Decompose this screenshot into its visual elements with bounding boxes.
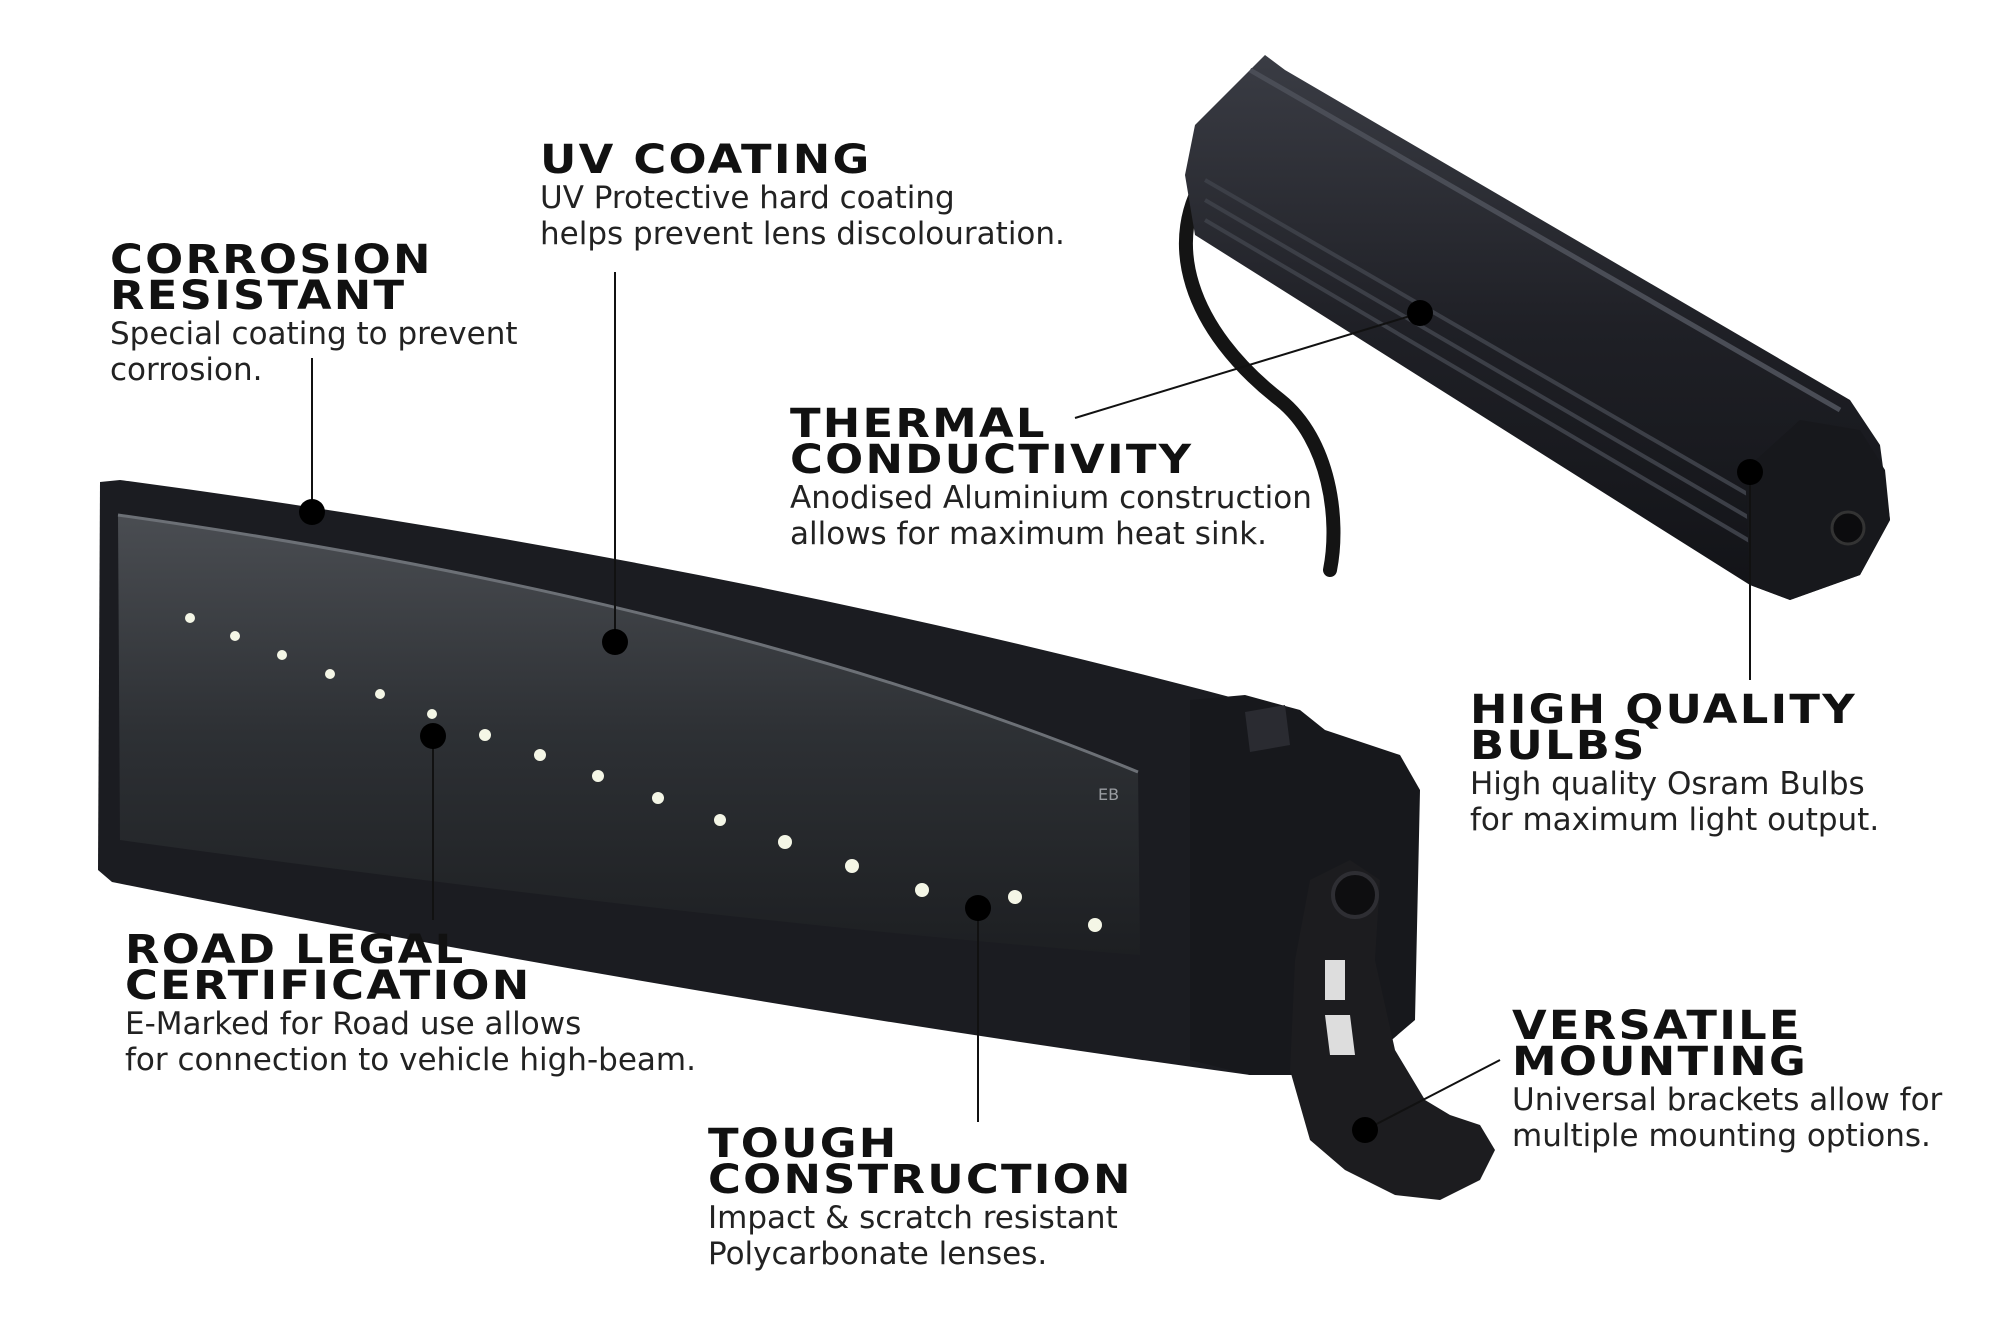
bracket-cutout (1325, 1015, 1355, 1055)
tough-leader-dot (965, 895, 991, 921)
led (652, 792, 664, 804)
lens-highlight (117, 513, 1139, 774)
end-cap-notch (1245, 705, 1290, 752)
rear-knob (1830, 510, 1866, 546)
thermal-leader-dot (1407, 300, 1433, 326)
rear-fin-3 (1203, 218, 1767, 552)
led (845, 859, 859, 873)
led (427, 709, 437, 719)
led (915, 883, 929, 897)
led (479, 729, 491, 741)
rear-fin-2 (1203, 198, 1772, 532)
led-row (185, 613, 1102, 932)
power-cable (1178, 163, 1341, 577)
led (1008, 890, 1022, 904)
led (375, 689, 385, 699)
led (230, 631, 240, 641)
mounting-leader-dot (1352, 1117, 1378, 1143)
rear-fin-1 (1203, 178, 1777, 512)
bracket-cutout (1325, 960, 1345, 1000)
bulbs-leader-dot (1737, 459, 1763, 485)
lens-marking: EB (1098, 785, 1119, 804)
mounting-bracket (1290, 860, 1495, 1200)
road-leader-dot (420, 723, 446, 749)
led (325, 669, 335, 679)
thermal-leader-line (1074, 312, 1421, 419)
front-lens (118, 515, 1140, 955)
rear-top-edge (1248, 67, 1842, 413)
led (534, 749, 546, 761)
led (1088, 918, 1102, 932)
rear-end-cap (1745, 420, 1890, 600)
bracket-bolt (1331, 871, 1379, 919)
leader-lines (299, 272, 1763, 1143)
front-light-bar (98, 480, 1495, 1200)
rear-light-bar (1178, 55, 1890, 600)
mounting-leader-line (1364, 1059, 1501, 1131)
rear-housing (1185, 55, 1890, 600)
led (277, 650, 287, 660)
corrosion-leader-dot (299, 499, 325, 525)
led (714, 814, 726, 826)
uv-leader-dot (602, 629, 628, 655)
led (778, 835, 792, 849)
led (185, 613, 195, 623)
led (592, 770, 604, 782)
callout-title: UV COATING (540, 137, 872, 183)
